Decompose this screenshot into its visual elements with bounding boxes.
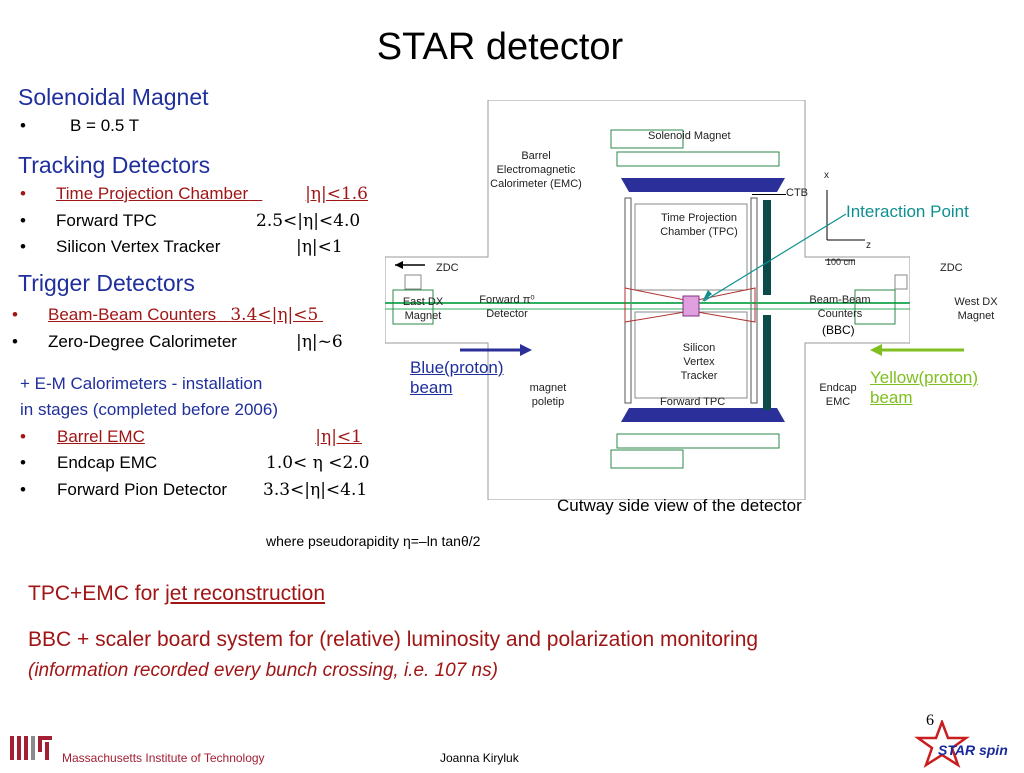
slide-title: STAR detector — [376, 26, 624, 68]
interaction-point-pointer — [702, 213, 847, 302]
label-forward-pi0: Forward π⁰ Detector — [479, 294, 535, 320]
fpd-name: Forward Pion Detector — [57, 480, 228, 499]
tpc-name: Time Projection Chamber — [56, 184, 249, 203]
label-axis-z: z — [866, 240, 871, 251]
star-spin-logo — [912, 718, 972, 773]
endcap-emc-name: Endcap EMC — [57, 453, 158, 472]
emc-intro-line-1: + E-M Calorimeters - installation — [20, 374, 263, 393]
bbc-item: Beam-Beam Counters 3.4<|η|<5 — [48, 305, 323, 325]
barrel-emc-eta: |η|<1 — [315, 427, 362, 447]
barrel-emc-name: Barrel EMC — [57, 427, 145, 446]
bbc-luminosity-line: BBC + scaler board system for (relative)… — [28, 628, 759, 651]
jet-reconstruction-link[interactable]: jet reconstruction — [165, 582, 326, 605]
bbc-eta: 3.4<|η|<5 — [230, 305, 319, 325]
barrel-emc-item: Barrel EMC |η|<1 — [57, 427, 362, 447]
label-east-dx: East DX Magnet — [402, 296, 444, 322]
label-bbc: Beam-Beam Counters — [809, 294, 871, 320]
diagram-caption: Cutway side view of the detector — [557, 496, 802, 515]
detector-diagram — [384, 99, 1005, 501]
tracking-bullet-2: • — [20, 211, 26, 230]
label-ctb: CTB — [786, 187, 808, 199]
trigger-bullet-2: • — [12, 332, 18, 351]
label-zdc-left: ZDC — [436, 262, 459, 274]
solenoid-heading: Solenoidal Magnet — [18, 84, 209, 110]
mit-logo-icon — [10, 736, 52, 760]
star-icon — [914, 718, 970, 768]
tpc-emc-line: TPC+EMC for jet reconstruction — [28, 582, 325, 606]
label-scale: 100 cm — [826, 257, 856, 267]
label-forward-tpc: Forward TPC — [660, 396, 726, 408]
page-number: 6 — [926, 712, 934, 729]
trigger-bullet-1: • — [12, 305, 18, 324]
emc-intro-line-2: in stages (completed before 2006) — [20, 400, 278, 419]
emc-bullet-3: • — [20, 480, 26, 499]
tpc-emc-prefix: TPC+EMC for — [28, 582, 160, 605]
zdc-name: Zero-Degree Calorimeter — [48, 332, 237, 351]
tracking-bullet-1: • — [20, 184, 26, 203]
solenoid-field-value: B = 0.5 T — [70, 116, 140, 135]
star-spin-text: STAR spin — [938, 742, 1008, 758]
tpc-eta: |η|<1.6 — [305, 184, 368, 204]
detector-drawing — [384, 99, 1005, 501]
yellow-beam-arrow — [870, 344, 964, 356]
label-west-dx: West DX Magnet — [954, 296, 998, 322]
fpd-eta: 3.3<|η|<4.1 — [263, 480, 368, 500]
endcap-emc-eta: 1.0< η <2.0 — [266, 453, 370, 473]
footer-org: Massachusetts Institute of Technology — [62, 751, 265, 765]
pseudorapidity-note: where pseudorapidity η=–ln tanθ/2 — [266, 533, 481, 549]
solenoid-bullet: • — [20, 116, 26, 135]
svt-name: Silicon Vertex Tracker — [56, 237, 221, 256]
label-zdc-right: ZDC — [940, 262, 963, 274]
label-svt: Silicon Vertex Tracker — [680, 342, 718, 382]
tpc-item: Time Projection Chamber |η|<1.6 — [56, 184, 368, 204]
svt-eta: |η|<1 — [296, 237, 343, 257]
ftpc-eta: 2.5<|η|<4.0 — [256, 211, 361, 231]
label-endcap-emc: Endcap EMC — [819, 382, 857, 408]
label-axis-x: x — [824, 170, 829, 181]
tracking-bullet-3: • — [20, 237, 26, 256]
trigger-heading: Trigger Detectors — [18, 270, 195, 296]
ctb-pointer — [752, 194, 786, 195]
mit-logo — [10, 734, 54, 767]
blue-beam-label: Blue(proton) beam — [410, 358, 504, 398]
ftpc-name: Forward TPC — [56, 211, 157, 230]
label-tpc: Time Projection Chamber (TPC) — [660, 212, 738, 238]
blue-beam-arrow — [460, 344, 532, 356]
label-solenoid-magnet: Solenoid Magnet — [648, 130, 731, 142]
bbc-note: (information recorded every bunch crossi… — [28, 660, 498, 681]
yellow-beam-label: Yellow(proton) beam — [870, 368, 979, 408]
footer-author: Joanna Kiryluk — [440, 751, 519, 765]
bbc-name: Beam-Beam Counters — [48, 305, 217, 324]
label-barrel-emc: Barrel Electromagnetic Calorimeter (EMC) — [490, 150, 582, 190]
emc-bullet-1: • — [20, 427, 26, 446]
emc-bullet-2: • — [20, 453, 26, 472]
tracking-heading: Tracking Detectors — [18, 152, 211, 178]
label-magnet-poletip: magnet poletip — [529, 382, 567, 408]
bbc-short-label: (BBC) — [822, 323, 855, 337]
zdc-eta: |η|~6 — [296, 332, 343, 352]
interaction-point-label: Interaction Point — [846, 202, 969, 221]
